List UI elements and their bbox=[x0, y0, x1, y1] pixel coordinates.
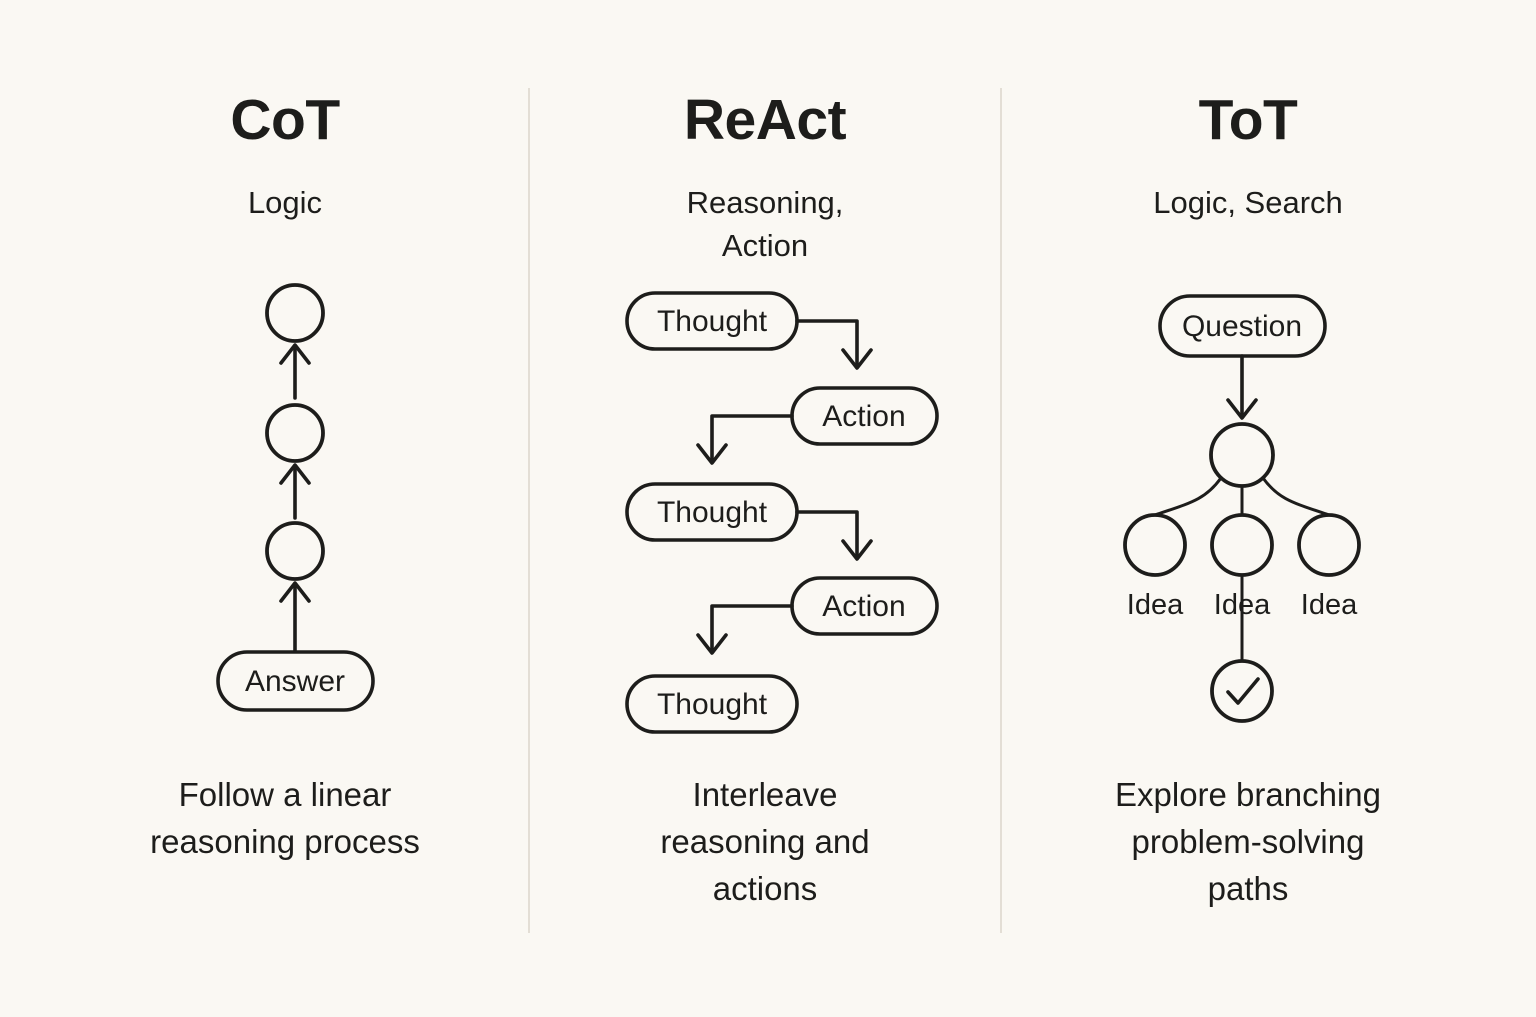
column-title-tot: ToT bbox=[1198, 88, 1298, 152]
column-caption-tot: Explore branching problem-solving paths bbox=[1115, 776, 1381, 907]
cot-arrow-2 bbox=[279, 463, 311, 520]
cot-answer-pill bbox=[216, 650, 375, 712]
tot-idea-circle-3 bbox=[1297, 513, 1361, 577]
cot-step-circle-3 bbox=[265, 283, 325, 343]
tot-idea-circle-2 bbox=[1210, 513, 1274, 577]
tot-diagram: Question Idea Idea Idea bbox=[1123, 294, 1361, 723]
tot-question-label: Question bbox=[1182, 310, 1302, 343]
column-cot: CoT Logic A bbox=[40, 0, 530, 1017]
cot-diagram: Answer bbox=[216, 283, 375, 712]
cot-step-circle-1 bbox=[265, 521, 325, 581]
react-node-label-3: Thought bbox=[657, 496, 768, 529]
cot-arrow-3 bbox=[279, 343, 311, 400]
column-subtitle-tot: Logic, Search bbox=[1153, 185, 1343, 220]
tot-branch-left bbox=[1153, 476, 1223, 517]
tot-idea-circle-1 bbox=[1123, 513, 1187, 577]
check-icon bbox=[1226, 677, 1260, 705]
cot-answer-label: Answer bbox=[245, 665, 345, 698]
column-tot: ToT Logic, Search Question Idea Idea bbox=[1000, 0, 1496, 1017]
column-caption-cot: Follow a linear reasoning process bbox=[150, 776, 420, 860]
tot-branch-right bbox=[1261, 476, 1331, 517]
react-node-label-4: Action bbox=[822, 590, 905, 623]
tot-result-circle bbox=[1210, 659, 1274, 723]
column-subtitle-react: Reasoning, Action bbox=[686, 185, 844, 263]
react-diagram: Thought Action Thought bbox=[625, 291, 939, 734]
cot-arrow-1 bbox=[279, 581, 311, 654]
column-divider-1 bbox=[528, 88, 530, 933]
react-connector-2 bbox=[696, 414, 794, 465]
column-title-cot: CoT bbox=[230, 88, 340, 152]
column-react: ReAct Reasoning, Action Thought Action T… bbox=[530, 0, 1000, 1017]
column-subtitle-cot: Logic bbox=[247, 185, 323, 220]
react-node-label-5: Thought bbox=[657, 688, 768, 721]
tot-idea-label-3: Idea bbox=[1301, 589, 1358, 621]
tot-root-arrow bbox=[1226, 354, 1258, 420]
react-node-thought-3 bbox=[625, 674, 799, 734]
react-node-label-1: Thought bbox=[657, 305, 768, 338]
column-title-react: ReAct bbox=[683, 88, 847, 152]
react-node-label-2: Action bbox=[822, 400, 905, 433]
tot-idea-label-1: Idea bbox=[1127, 589, 1184, 621]
cot-step-circle-2 bbox=[265, 403, 325, 463]
column-caption-react: Interleave reasoning and actions bbox=[660, 776, 870, 907]
react-connector-4 bbox=[696, 604, 794, 655]
column-divider-2 bbox=[1000, 88, 1002, 933]
react-connector-3 bbox=[795, 510, 873, 561]
react-connector-1 bbox=[795, 319, 873, 370]
